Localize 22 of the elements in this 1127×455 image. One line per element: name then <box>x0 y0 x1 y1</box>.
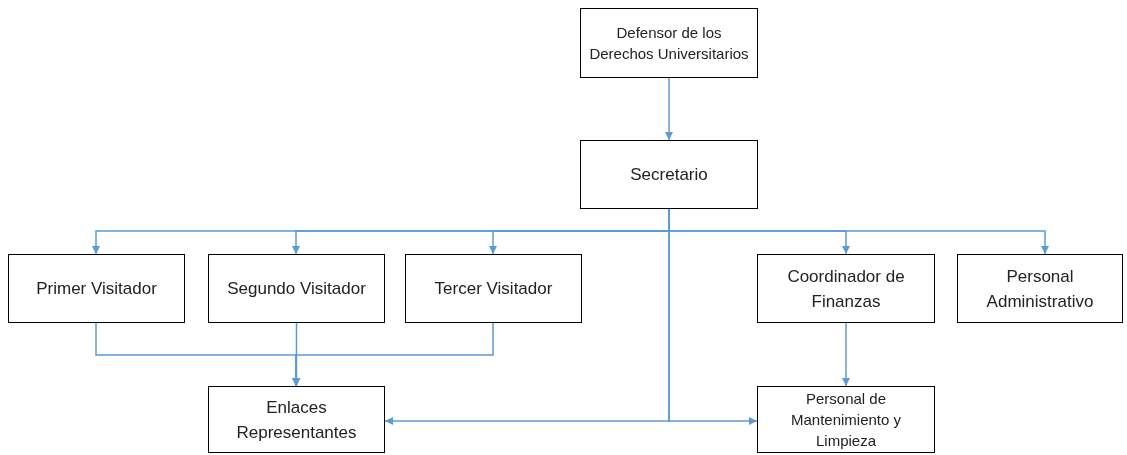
connector-arrow <box>668 208 758 425</box>
org-box <box>405 254 582 323</box>
box-label: Defensor de los Derechos Universitarios <box>589 23 749 64</box>
box-label: Enlaces Representantes <box>235 396 358 444</box>
org-box <box>580 140 758 209</box>
connector-arrow <box>842 322 850 387</box>
org-box <box>957 254 1123 323</box>
box-label: Coordinador de Finanzas <box>786 265 906 313</box>
org-box <box>8 254 185 323</box>
box-label: Segundo Visitador <box>227 278 366 300</box>
org-box <box>208 386 385 453</box>
box-label: Secretario <box>630 164 708 186</box>
box-label: Tercer Visitador <box>434 278 553 300</box>
box-label: Personal de Mantenimiento y Limpieza <box>789 389 903 451</box>
org-box <box>208 254 385 323</box>
org-box <box>757 386 935 453</box>
connector-arrow <box>292 322 494 387</box>
org-box <box>757 254 935 323</box>
org-box <box>580 8 758 78</box>
box-label: Primer Visitador <box>36 278 157 300</box>
box-label: Personal Administrativo <box>985 265 1095 313</box>
connector-arrow <box>665 77 673 141</box>
